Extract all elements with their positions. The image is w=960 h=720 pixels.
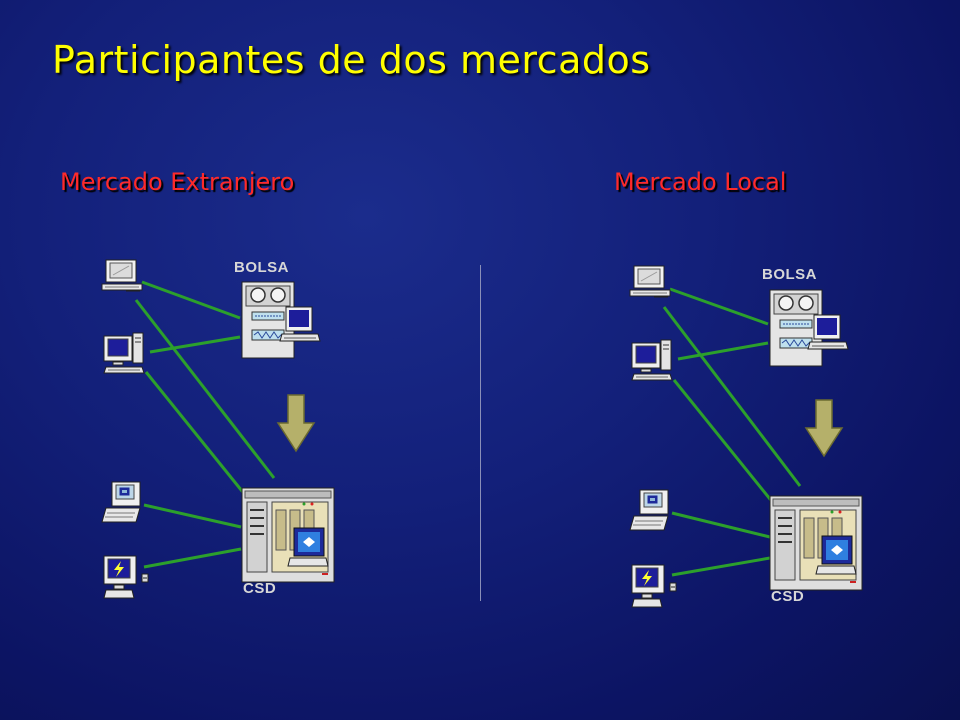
down-arrow-icon — [805, 399, 843, 457]
panel-divider — [480, 265, 481, 601]
connector-lightning-csd — [671, 556, 771, 577]
csd-label-local: CSD — [771, 588, 805, 605]
laptop-icon — [629, 265, 671, 298]
csd-mainframe-icon — [241, 487, 335, 583]
heading-mercado-local: Mercado Local — [614, 168, 787, 196]
csd-mainframe-icon — [769, 495, 863, 591]
connector-lightning-csd — [143, 547, 242, 569]
connector-laptop-csd — [134, 299, 276, 479]
connector-terminal-csd — [143, 503, 242, 529]
csd-label-extranjero: CSD — [243, 580, 277, 597]
laptop-icon — [101, 259, 143, 292]
bolsa-server-icon — [769, 289, 849, 367]
connector-terminal-csd — [671, 511, 771, 539]
connector-laptop-csd — [662, 306, 802, 487]
connectors-local — [662, 287, 802, 577]
heading-mercado-extranjero: Mercado Extranjero — [60, 168, 295, 196]
terminal-computer-icon — [629, 489, 669, 531]
slide-title: Participantes de dos mercados — [52, 38, 651, 82]
down-arrow-icon — [277, 394, 315, 452]
connectors-extranjero — [134, 280, 276, 569]
connector-laptop-bolsa — [141, 280, 241, 320]
connector-desktop-csd — [672, 379, 776, 505]
bolsa-label-extranjero: BOLSA — [234, 259, 289, 276]
connector-laptop-bolsa — [669, 287, 769, 326]
lightning-computer-icon — [103, 555, 149, 599]
connector-desktop-bolsa — [677, 341, 769, 361]
bolsa-label-local: BOLSA — [762, 266, 817, 283]
lightning-computer-icon — [631, 564, 677, 608]
desktop-computer-icon — [631, 339, 673, 381]
connector-desktop-csd — [144, 371, 248, 497]
bolsa-server-icon — [241, 281, 321, 359]
terminal-computer-icon — [101, 481, 141, 523]
connector-desktop-bolsa — [149, 335, 241, 354]
desktop-computer-icon — [103, 332, 145, 374]
